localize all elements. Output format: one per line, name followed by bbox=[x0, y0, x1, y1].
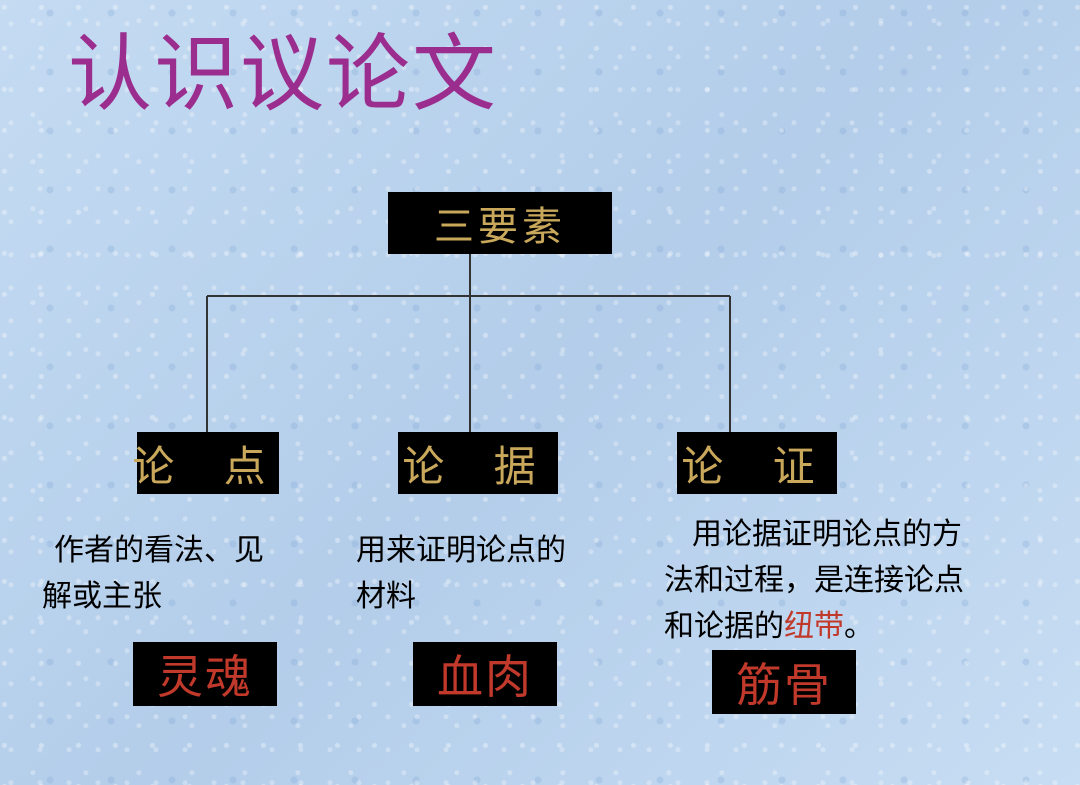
badge-bones: 筋骨 bbox=[712, 650, 856, 714]
reasoning-description-line: 用论据证明论点的方 bbox=[692, 517, 962, 552]
badge-soul: 灵魂 bbox=[133, 642, 277, 706]
evidence-description-line: 材料 bbox=[356, 579, 416, 614]
evidence-description-line: 用来证明论点的 bbox=[356, 533, 566, 568]
argument-description-line: 作者的看法、见 bbox=[54, 533, 264, 568]
argument-description: 作者的看法、见 解或主张 bbox=[42, 528, 312, 620]
reasoning-description-end: 。 bbox=[844, 609, 874, 644]
reasoning-description: 用论据证明论点的方 法和过程，是连接论点 和论据的纽带。 bbox=[664, 512, 1036, 650]
evidence-description: 用来证明论点的 材料 bbox=[356, 528, 616, 620]
reasoning-description-line: 和论据的 bbox=[664, 609, 784, 644]
badge-flesh: 血肉 bbox=[413, 642, 557, 706]
highlight-bond: 纽带 bbox=[784, 609, 844, 644]
reasoning-description-line: 法和过程，是连接论点 bbox=[664, 563, 964, 598]
argument-description-line: 解或主张 bbox=[42, 579, 162, 614]
node-argument: 论 点 bbox=[132, 432, 279, 494]
node-evidence: 论 据 bbox=[398, 432, 558, 494]
root-node-three-elements: 三要素 bbox=[388, 192, 612, 254]
slide-title: 认识议论文 bbox=[68, 25, 499, 123]
node-reasoning: 论 证 bbox=[677, 432, 837, 494]
